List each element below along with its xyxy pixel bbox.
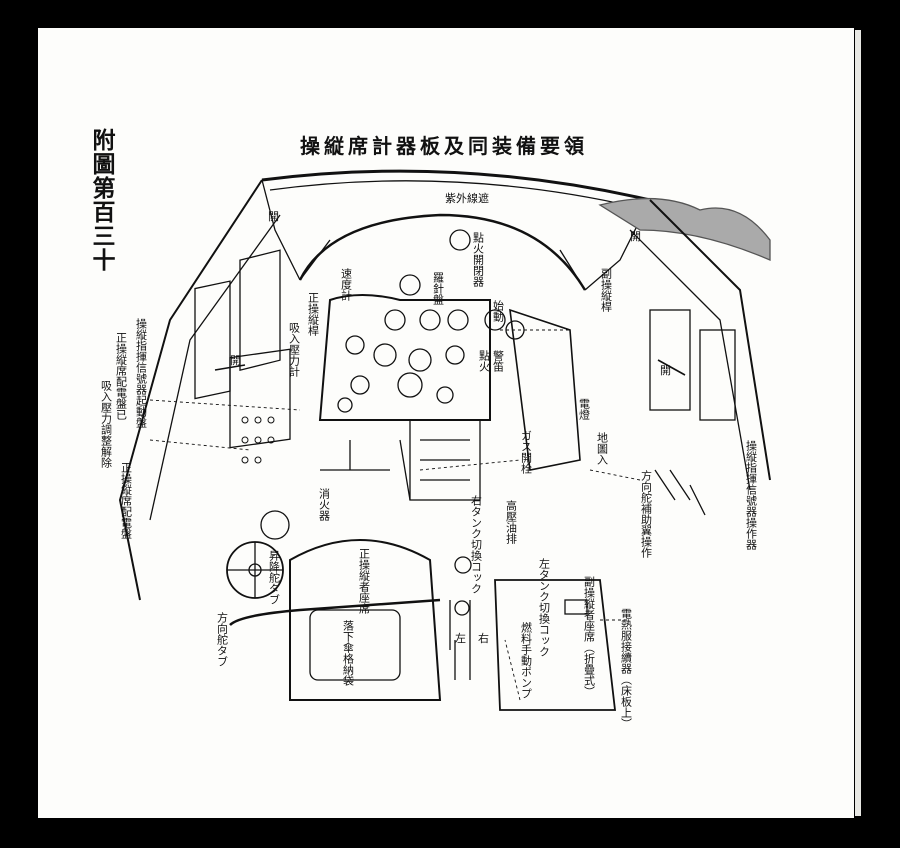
floor-levers: [449, 600, 471, 680]
label-sub-seat: 副操縦者座席（折疊式）: [582, 576, 596, 697]
label-left-tank-cock: 左タンク切換コック: [537, 558, 551, 657]
label-rudder-trim: 方向舵補助翼操作: [639, 470, 653, 558]
label-parachute-bag: 落下傘格納袋: [341, 620, 355, 686]
label-sunshade: 紫外線遮: [445, 192, 489, 205]
label-signal-panel: 操縦指揮信號器起動盤: [134, 318, 148, 428]
control-yoke: [320, 439, 411, 501]
right-window: [649, 309, 691, 411]
label-elevator-tab: 昇降舵タブ: [267, 550, 281, 605]
main-seat: [289, 539, 442, 701]
label-fire-extinguisher: 消火器: [317, 488, 331, 521]
paper-sheet: [38, 28, 854, 818]
label-manifold-pressure: 吸入壓力計: [287, 322, 301, 377]
label-compass: 羅針盤: [431, 272, 445, 305]
label-map-case: 地圖入: [595, 432, 609, 465]
canopy-arch-inner: [269, 180, 641, 209]
label-open: 開: [230, 354, 241, 367]
label-distribution-panel-2: 正操縦席配電盤已: [114, 332, 128, 420]
parachute-bag: [309, 609, 401, 681]
diagram-title: 操縦席計器板及同装備要領: [300, 134, 588, 158]
canopy-left-strut: [261, 179, 301, 281]
label-fuel-pump: 燃料手動ポンプ: [519, 622, 533, 699]
label-right: 右: [478, 632, 489, 645]
label-right-tank-cock: 右タンク切換コック: [469, 495, 483, 594]
sub-seat: [494, 579, 617, 711]
label-main-seat: 正操縦者座席: [357, 548, 371, 614]
label-open: 開: [268, 210, 279, 223]
label-gas-valve: ガス開栓: [519, 430, 533, 474]
switches: [241, 416, 275, 464]
label-pressure-release: 吸入壓力調整解除: [99, 380, 113, 468]
left-wall: [118, 179, 263, 601]
label-open: 開: [660, 364, 671, 377]
label-control-stick: 正操縦桿: [306, 292, 320, 336]
canopy-arch: [261, 169, 651, 202]
label-open: 開: [630, 230, 641, 243]
rudder-pedal-rail: [229, 598, 441, 626]
label-signal-operator: 操縦指揮信號器操作器: [744, 440, 758, 550]
label-interlock: 點火開閉器: [471, 232, 485, 287]
center-console: [409, 419, 481, 501]
label-start: 始動: [491, 300, 505, 322]
sub-panel: [509, 308, 581, 471]
left-window: [194, 280, 231, 400]
label-ignition: 點火: [477, 350, 491, 372]
left-console: [229, 348, 291, 449]
figure-number: 附圖第百三十: [88, 128, 115, 272]
right-levers: [654, 469, 706, 516]
label-lamp: 電燈: [577, 398, 591, 420]
label-tachometer: 速度計: [339, 268, 353, 301]
label-sub-control-stick: 副操縦桿: [599, 268, 613, 312]
label-horn: 警笛: [491, 350, 505, 372]
terrain-right: [598, 197, 771, 261]
instrument-panel: [318, 294, 491, 421]
paper-edge: [855, 30, 861, 816]
label-left: 左: [455, 632, 466, 645]
leader-lines: [149, 329, 641, 701]
windshield: [298, 213, 587, 291]
label-hydraulic: 高壓油排: [504, 500, 518, 544]
label-rudder-tab: 方向舵タブ: [215, 612, 229, 667]
label-heater-connector: 電熱服接續器（床板上）: [619, 608, 633, 729]
label-distribution-panel: 正操縦席配電盤: [119, 462, 133, 539]
right-wall: [649, 199, 771, 481]
